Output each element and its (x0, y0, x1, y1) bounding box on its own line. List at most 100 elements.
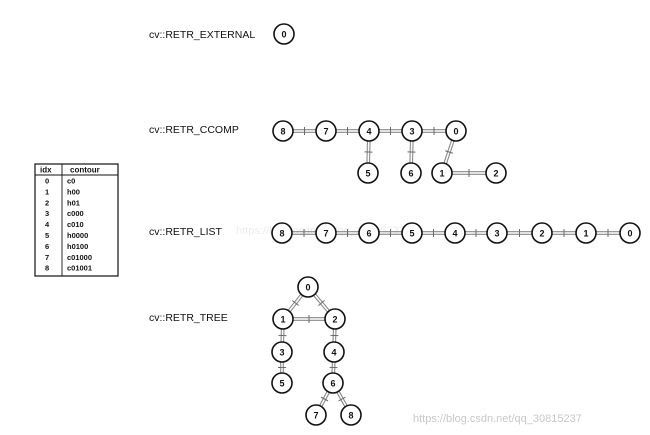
node-circle (619, 222, 641, 244)
edge-t0-t1 (287, 293, 304, 313)
node-c2: 2 (485, 162, 507, 184)
node-circle (445, 120, 467, 142)
node-label: 3 (279, 348, 284, 358)
node-circle (357, 162, 379, 184)
contour-table-contour-cell: c0 (67, 177, 75, 186)
edge-t0-t2 (313, 293, 330, 313)
node-c3: 3 (401, 120, 423, 142)
node-e0: 0 (273, 23, 295, 45)
node-label: 6 (366, 229, 371, 239)
node-t7: 7 (305, 404, 327, 426)
contour-table-contour-cell: c01001 (67, 264, 92, 273)
edge-l8-l7 (292, 229, 316, 237)
contour-table-contour-cell: h01 (67, 198, 80, 207)
node-label: 3 (409, 127, 414, 137)
node-label: 8 (279, 229, 284, 239)
node-label: 2 (539, 229, 544, 239)
contour-table-idx-cell: 8 (45, 264, 49, 273)
edge-c4-c5 (364, 140, 373, 164)
node-label: 4 (366, 127, 371, 137)
edge-c3-c6 (407, 140, 416, 164)
edges-layer (278, 127, 620, 408)
node-circle (271, 372, 293, 394)
edge-l7-l6 (336, 229, 359, 237)
edge-tick (445, 150, 453, 154)
node-circle (358, 222, 380, 244)
node-label: 8 (280, 127, 285, 137)
node-circle (401, 222, 423, 244)
edge-t4-t6 (329, 361, 338, 374)
edge-l6-l5 (379, 229, 402, 237)
node-circle (575, 222, 597, 244)
node-circle (400, 162, 422, 184)
contour-table-idx-cell: 6 (45, 242, 49, 251)
edge-l5-l4 (422, 229, 445, 237)
node-circle (486, 222, 508, 244)
contour-table-idx-cell: 2 (45, 198, 49, 207)
node-label: 3 (494, 229, 499, 239)
node-circle (324, 308, 346, 330)
node-l4: 4 (444, 222, 466, 244)
contour-table-idx-cell: 7 (45, 253, 49, 262)
node-l7: 7 (315, 222, 337, 244)
node-c0: 0 (445, 120, 467, 142)
node-label: 7 (323, 127, 328, 137)
node-circle (272, 308, 294, 330)
edge-l3-l2 (507, 229, 532, 237)
node-circle (444, 222, 466, 244)
node-circle (340, 404, 362, 426)
contour-table-idx-cell: 5 (45, 231, 49, 240)
node-label: 1 (280, 315, 285, 325)
contour-table-border (34, 163, 119, 277)
edge-tick (338, 396, 346, 402)
edge-tick (318, 300, 325, 306)
node-c4: 4 (358, 120, 380, 142)
node-circle (315, 222, 337, 244)
edge-l2-l1 (552, 229, 576, 237)
node-c5: 5 (357, 162, 379, 184)
node-l2: 2 (531, 222, 553, 244)
node-t6: 6 (322, 372, 344, 394)
edge-c1-c2 (452, 169, 486, 177)
node-c7: 7 (315, 120, 337, 142)
node-label: 7 (313, 411, 318, 421)
node-circle (485, 162, 507, 184)
contour-table-idx-cell: 4 (45, 220, 50, 229)
edge-tick (320, 396, 329, 402)
edge-t1-t2 (293, 315, 325, 323)
node-label: 2 (493, 169, 498, 179)
node-label: 0 (453, 127, 458, 137)
contour-table-contour-cell: h00 (67, 187, 80, 196)
node-label: 2 (332, 315, 337, 325)
node-circle (323, 341, 345, 363)
node-l6: 6 (358, 222, 380, 244)
node-label: 6 (330, 379, 335, 389)
contour-table-contour-cell: h0000 (67, 231, 88, 240)
node-circle (271, 341, 293, 363)
node-c6: 6 (400, 162, 422, 184)
contour-table-contour-cell: h0100 (67, 242, 88, 251)
node-l1: 1 (575, 222, 597, 244)
edge-t3-t5 (278, 362, 286, 373)
node-t1: 1 (272, 308, 294, 330)
mode-label-tree: cv::RETR_TREE (149, 312, 228, 324)
node-circle (531, 222, 553, 244)
node-circle (297, 276, 319, 298)
node-label: 1 (583, 229, 588, 239)
node-label: 7 (323, 229, 328, 239)
edge-tick (292, 300, 299, 306)
node-circle (271, 222, 293, 244)
edge-t2-t4 (330, 328, 339, 343)
node-l3: 3 (486, 222, 508, 244)
node-circle (305, 404, 327, 426)
node-t3: 3 (271, 341, 293, 363)
contour-table-contour-cell: c01000 (67, 253, 92, 262)
contour-table-idx-cell: 1 (45, 187, 49, 196)
node-label: 5 (409, 229, 414, 239)
edge-t1-t3 (278, 328, 287, 343)
edge-c7-c4 (336, 127, 359, 135)
edge-l4-l3 (465, 229, 487, 237)
